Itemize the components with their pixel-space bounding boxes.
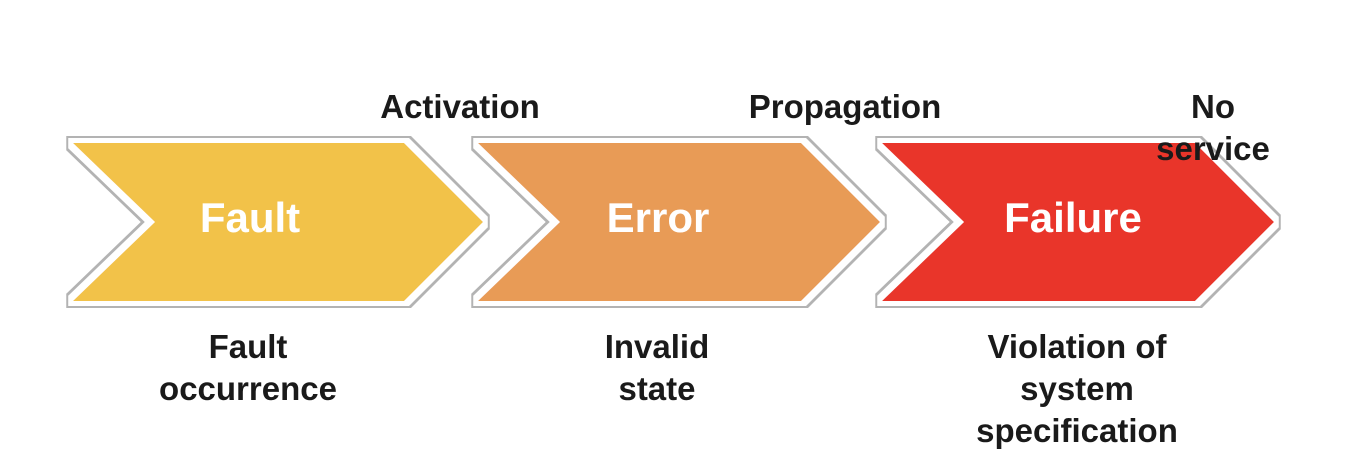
chevron-failure xyxy=(882,143,1274,301)
stage-label-failure: Failure xyxy=(1004,194,1142,241)
description-label-failure: Violation of system specification xyxy=(976,328,1178,450)
chevron-error xyxy=(478,143,880,301)
description-label-error: Invalid state xyxy=(604,328,710,408)
transition-label-error: Propagation xyxy=(748,88,942,125)
transition-label-fault: Activation xyxy=(380,88,540,125)
stage-label-error: Error xyxy=(606,194,710,241)
description-label-fault: Fault occurrence xyxy=(159,328,337,408)
transition-label-failure: No service xyxy=(1156,88,1270,168)
stage-label-fault: Fault xyxy=(199,194,301,241)
chevron-fault xyxy=(73,143,483,301)
